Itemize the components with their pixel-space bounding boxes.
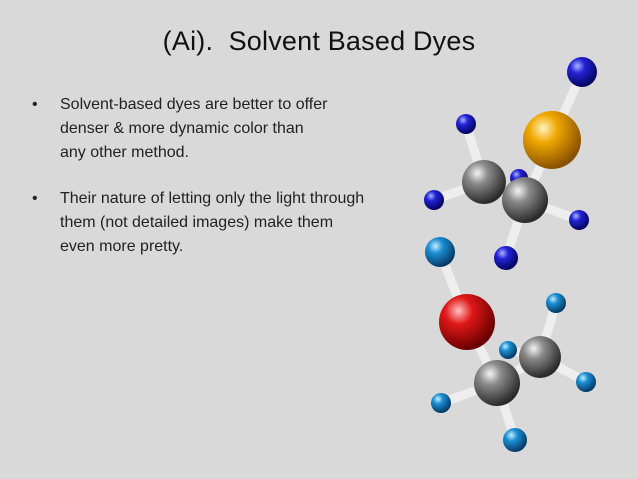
bullet-list: • Solvent-based dyes are better to offer… — [32, 93, 412, 281]
hydrogen-atom — [503, 428, 527, 452]
hydrogen-atom — [567, 57, 597, 87]
carbon-atom — [502, 177, 548, 223]
hydrogen-atom — [456, 114, 476, 134]
carbon-atom — [474, 360, 520, 406]
molecule-2 — [425, 237, 596, 452]
carbon-atom — [462, 160, 506, 204]
slide-title: (Ai). Solvent Based Dyes — [162, 26, 476, 56]
molecule-illustration — [424, 57, 597, 452]
sulfur-atom — [523, 111, 581, 169]
oxygen-atom — [439, 294, 495, 350]
hydrogen-atom — [431, 393, 451, 413]
bullet-text: Their nature of letting only the light t… — [60, 187, 364, 259]
bullet-line: them (not detailed images) make them — [60, 214, 334, 231]
hydrogen-atom — [494, 246, 518, 270]
hydrogen-atom — [576, 372, 596, 392]
bullet-line: Their nature of letting only the light t… — [60, 190, 365, 207]
carbon-atom — [519, 336, 561, 378]
hydrogen-atom — [424, 190, 444, 210]
hydrogen-atom — [569, 210, 589, 230]
bullet-item: • Their nature of letting only the light… — [32, 187, 412, 259]
bullet-item: • Solvent-based dyes are better to offer… — [32, 93, 412, 165]
hydrogen-atom — [499, 341, 517, 359]
bullet-marker: • — [32, 190, 38, 207]
bullet-line: any other method. — [60, 144, 189, 161]
hydrogen-atom — [425, 237, 455, 267]
bullet-line: denser & more dynamic color than — [60, 120, 304, 137]
hydrogen-atom — [546, 293, 566, 313]
bullet-line: even more pretty. — [60, 238, 184, 255]
molecule-1 — [424, 57, 597, 270]
bullet-line: Solvent-based dyes are better to offer — [60, 96, 328, 113]
bullet-text: Solvent-based dyes are better to offer d… — [60, 93, 327, 165]
bullet-marker: • — [32, 96, 38, 113]
